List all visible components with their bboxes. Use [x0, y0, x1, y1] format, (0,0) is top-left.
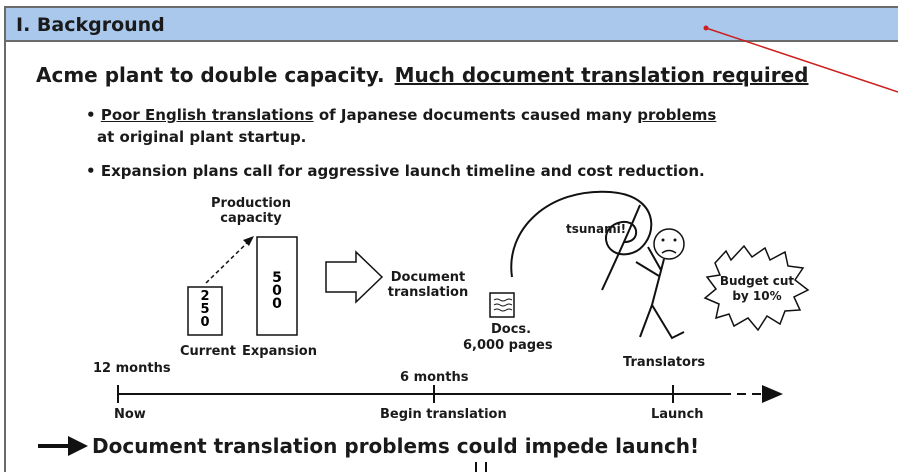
docs-pages-label: 6,000 pages — [463, 338, 553, 353]
frame-border — [4, 42, 6, 472]
bar-expansion-digit-3: 0 — [272, 296, 282, 312]
bullet-1: • Poor English translations of Japanese … — [86, 106, 716, 124]
bullet-2: • Expansion plans call for aggressive la… — [86, 162, 705, 180]
conclusion-text: Document translation problems could impe… — [92, 434, 700, 458]
big-arrow — [325, 250, 384, 304]
current-label: Current — [180, 344, 236, 359]
headline: Acme plant to double capacity. Much docum… — [36, 63, 809, 87]
bar-expansion-digit-2: 0 — [272, 283, 282, 299]
budget-cut-label: Budget cut by 10% — [719, 274, 795, 303]
timeline-6-months: 6 months — [400, 370, 469, 385]
docs-icon — [489, 292, 515, 318]
timeline-arrowhead — [762, 385, 783, 403]
budget-burst — [703, 244, 810, 332]
translator-head — [653, 228, 685, 260]
headline-underlined: Much document translation required — [394, 63, 809, 87]
bar-current-digit-1: 2 — [200, 289, 209, 304]
bullet-1-underlined-a: Poor English translations — [100, 106, 314, 124]
document-translation-label: Document translation — [387, 270, 469, 300]
docs-label: Docs. — [491, 322, 532, 337]
timeline-launch: Launch — [651, 407, 704, 422]
bullet-1-text: of Japanese documents caused many — [313, 106, 638, 124]
bar-current — [187, 286, 223, 336]
bar-current-digit-3: 0 — [200, 315, 209, 330]
pointer-line — [705, 27, 898, 93]
section-title: I. Background — [16, 14, 165, 36]
bullet-2-text: Expansion plans call for aggressive laun… — [100, 162, 705, 180]
conclusion-arrow-head — [68, 436, 88, 456]
timeline-begin-translation: Begin translation — [380, 407, 507, 422]
bullet-symbol: • — [86, 106, 96, 124]
bar-expansion — [256, 236, 298, 336]
timeline-12-months: 12 months — [93, 361, 171, 376]
section-header: I. Background — [4, 6, 898, 42]
headline-text: Acme plant to double capacity. — [36, 63, 385, 87]
production-capacity-label: Production capacity — [211, 196, 291, 226]
bullet-symbol: • — [86, 162, 96, 180]
tsunami-wave — [510, 190, 653, 278]
pointer-dot — [703, 25, 709, 31]
timeline-now: Now — [114, 407, 146, 422]
bar-expansion-digit-1: 5 — [272, 270, 282, 286]
tsunami-label: tsunami! — [566, 222, 627, 236]
growth-arrow-line — [205, 241, 249, 284]
bullet-1-underlined-b: problems — [637, 106, 717, 124]
translator-stick-figure — [635, 246, 685, 340]
growth-arrow-head — [243, 236, 254, 246]
translators-label: Translators — [623, 355, 706, 370]
expansion-label: Expansion — [242, 344, 317, 359]
bar-current-digit-2: 5 — [200, 302, 209, 317]
bullet-1-continuation: at original plant startup. — [97, 128, 307, 146]
